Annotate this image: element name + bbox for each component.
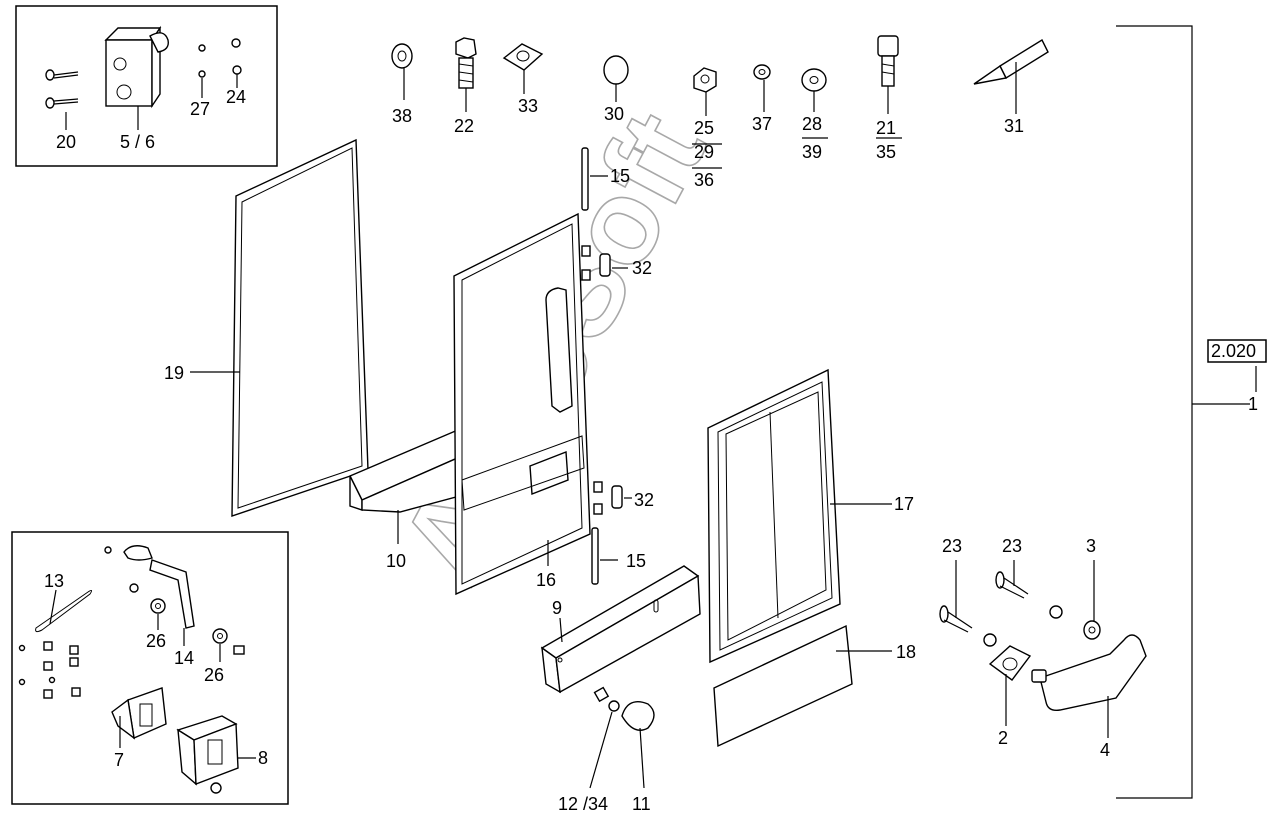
reference-box xyxy=(1207,339,1267,363)
window-frame-17 xyxy=(707,368,841,664)
label-36: 36 xyxy=(694,170,715,190)
label-32-bottom: 32 xyxy=(634,490,655,510)
label-32-top: 32 xyxy=(632,258,653,278)
pin-15-top xyxy=(581,147,589,211)
inset-box-latch xyxy=(11,531,289,805)
washer-38 xyxy=(391,43,413,69)
label-30: 30 xyxy=(604,104,625,124)
label-39: 39 xyxy=(802,142,823,162)
label-27: 27 xyxy=(190,99,211,119)
sealant-tube-31 xyxy=(973,39,1049,85)
rod-13 xyxy=(35,589,93,633)
label-10: 10 xyxy=(386,551,407,571)
label-4: 4 xyxy=(1100,740,1111,760)
label-22: 22 xyxy=(454,116,475,136)
door-seal-19 xyxy=(231,138,369,517)
latch-box-8 xyxy=(176,715,239,794)
label-5-6: 5 / 6 xyxy=(120,132,156,152)
label-7: 7 xyxy=(114,750,125,770)
label-26-a: 26 xyxy=(146,631,167,651)
socket-screw-21 xyxy=(877,35,899,87)
hinge-part xyxy=(104,25,169,109)
door-panel-16 xyxy=(453,212,591,596)
hinge-32-top xyxy=(581,245,611,281)
escutcheon-2 xyxy=(988,645,1032,681)
striker-plate-7 xyxy=(111,687,167,740)
cage-nut-33 xyxy=(502,43,544,71)
label-15-bottom: 15 xyxy=(626,551,647,571)
label-13: 13 xyxy=(44,571,65,591)
label-31: 31 xyxy=(1004,116,1025,136)
label-28: 28 xyxy=(802,114,823,134)
label-21: 21 xyxy=(876,118,897,138)
label-38: 38 xyxy=(392,106,413,126)
washers-26 xyxy=(129,583,245,655)
small-nuts-24 xyxy=(231,38,242,75)
pin-15-bottom xyxy=(591,527,599,585)
bracket-14 xyxy=(104,545,195,629)
label-12-34: 12 /34 xyxy=(558,794,609,814)
label-19: 19 xyxy=(164,363,185,383)
screw-20-b xyxy=(45,97,79,109)
label-15-top: 15 xyxy=(610,166,631,186)
label-23-b: 23 xyxy=(1002,536,1023,556)
nut-25 xyxy=(693,67,717,93)
label-14: 14 xyxy=(174,648,195,668)
knob-11 xyxy=(621,701,655,731)
handle-4 xyxy=(1031,634,1147,712)
screw-12-34 xyxy=(593,686,620,712)
label-25: 25 xyxy=(694,118,715,138)
inset-box-hinge xyxy=(15,5,278,167)
label-35: 35 xyxy=(876,142,897,162)
label-16: 16 xyxy=(536,570,557,590)
hinge-32-bottom xyxy=(593,481,623,515)
label-1: 1 xyxy=(1248,394,1259,414)
small-washers-27 xyxy=(198,44,206,78)
screw-23-a xyxy=(939,605,973,633)
label-8: 8 xyxy=(258,748,269,768)
label-24: 24 xyxy=(226,87,247,107)
label-26-b: 26 xyxy=(204,665,225,685)
label-9: 9 xyxy=(552,598,563,618)
label-23-a: 23 xyxy=(942,536,963,556)
label-11: 11 xyxy=(632,794,651,814)
washers-right xyxy=(983,605,1101,647)
label-20: 20 xyxy=(56,132,77,152)
label-17: 17 xyxy=(894,494,915,514)
panel-18 xyxy=(713,624,853,748)
washer-37 xyxy=(753,64,771,80)
washer-28 xyxy=(801,68,827,92)
label-37: 37 xyxy=(752,114,773,134)
screw-23-b xyxy=(995,571,1029,599)
label-29: 29 xyxy=(694,142,715,162)
assembly-bracket xyxy=(1116,25,1267,799)
cap-30 xyxy=(603,55,629,85)
label-18: 18 xyxy=(896,642,917,662)
trim-strip-9 xyxy=(540,565,701,694)
bolt-22 xyxy=(455,37,477,89)
label-33: 33 xyxy=(518,96,539,116)
label-2: 2 xyxy=(998,728,1009,748)
screw-20-a xyxy=(45,69,79,81)
small-fasteners xyxy=(18,641,81,699)
label-3: 3 xyxy=(1086,536,1097,556)
reference-box-label: 2.020 xyxy=(1211,341,1257,361)
